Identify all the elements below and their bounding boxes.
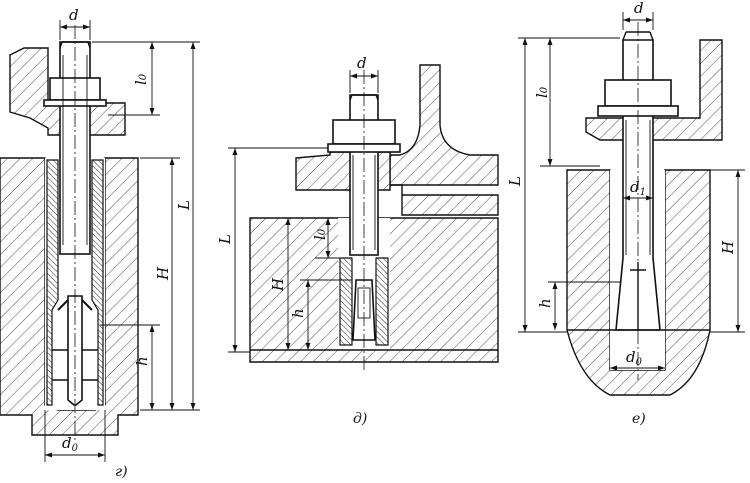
fig-e-d0-label: d0 xyxy=(626,348,643,368)
fig-e-l0-label: l0 xyxy=(533,86,551,98)
fig-d-H-label: H xyxy=(269,277,287,292)
fig-d-L-label: L xyxy=(216,234,234,245)
cone-d xyxy=(352,279,376,341)
fixture-plate xyxy=(9,47,126,136)
expansion-sleeve xyxy=(46,159,59,406)
figure-d: d L H h l0 д) xyxy=(216,54,499,427)
steel-angle xyxy=(585,39,723,141)
fig-e-L-label: L xyxy=(506,176,524,187)
fig-d-caption: д) xyxy=(353,411,367,427)
figure-g: d l0 L H h d0 г) xyxy=(0,6,200,480)
concrete-base-e xyxy=(566,169,711,396)
figure-e: d l0 L d1 h H d0 е) xyxy=(506,0,745,427)
steel-profile xyxy=(389,64,499,186)
fig-g-L-label: L xyxy=(175,200,193,211)
fig-d-d-label: d xyxy=(357,54,367,72)
fig-e-d-label: d xyxy=(634,0,644,17)
anchor-sleeve xyxy=(339,257,353,346)
fig-g-d0-label: d0 xyxy=(62,434,79,454)
fig-e-h-label: h xyxy=(536,298,554,308)
fig-d-l0-label: l0 xyxy=(311,228,329,240)
fig-g-l0-label: l0 xyxy=(132,73,150,85)
fig-d-h-label: h xyxy=(289,308,307,318)
fig-e-d1-label: d1 xyxy=(630,178,646,198)
fig-g-h-label: h xyxy=(133,356,151,366)
fig-g-d-label: d xyxy=(69,6,79,24)
fig-g-H-label: H xyxy=(154,266,172,281)
fig-g-caption: г) xyxy=(115,464,128,480)
fig-e-H-label: H xyxy=(719,240,737,255)
fig-e-caption: е) xyxy=(632,411,646,427)
